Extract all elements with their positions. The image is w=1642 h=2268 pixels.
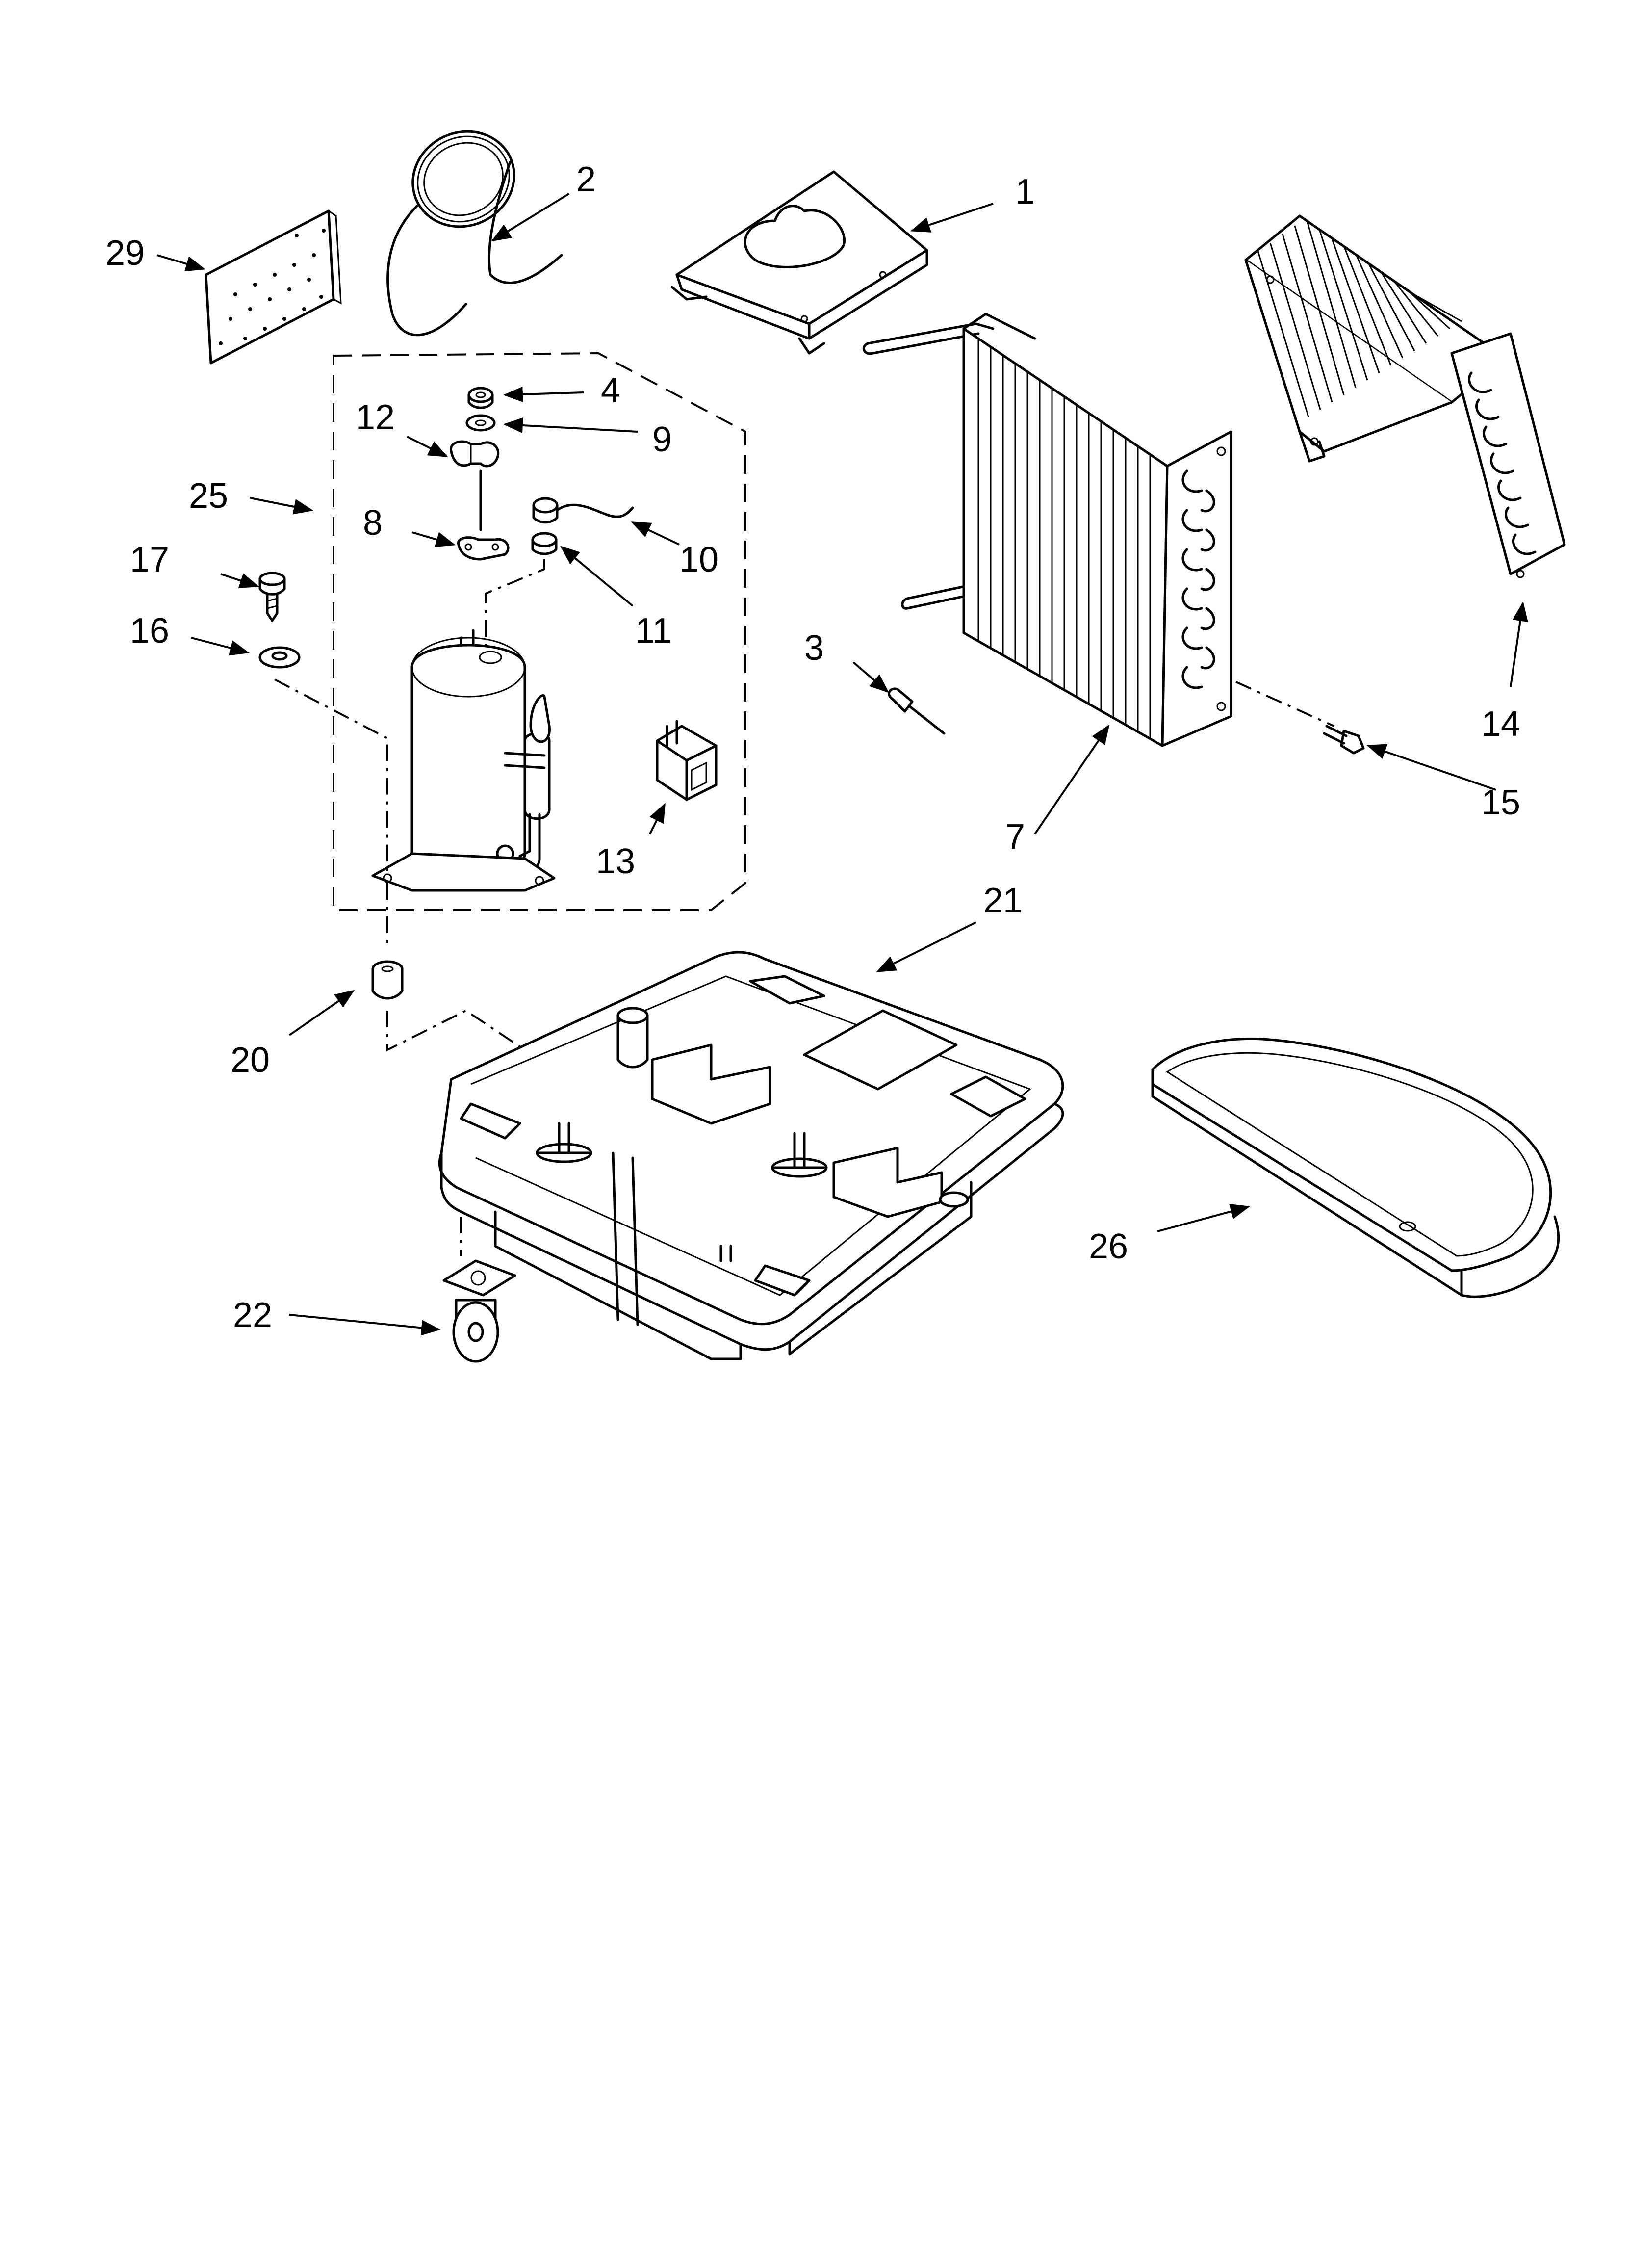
callout-9: 9 xyxy=(652,420,672,459)
part-7-condenser-coil xyxy=(862,313,1232,747)
callout-12: 12 xyxy=(356,398,395,437)
part-10-overload xyxy=(532,497,634,524)
callout-21: 21 xyxy=(983,881,1023,920)
part-16-washer xyxy=(258,646,301,669)
mount-leader-16 xyxy=(274,678,388,876)
callout-14: 14 xyxy=(1481,704,1520,744)
part-13-relay xyxy=(656,720,718,801)
part-25-compressor-assembly-outline xyxy=(333,352,746,911)
part-11-leader xyxy=(485,559,545,648)
callout-10: 10 xyxy=(679,540,718,579)
callout-15: 15 xyxy=(1481,783,1520,822)
part-14-evaporator-coil xyxy=(1244,214,1566,578)
callout-8: 8 xyxy=(363,503,383,543)
part-29-filter xyxy=(205,209,342,365)
callout-4: 4 xyxy=(601,371,620,410)
part-9-washer xyxy=(465,414,496,432)
callout-2: 2 xyxy=(576,160,596,199)
callout-22: 22 xyxy=(233,1296,272,1335)
callout-3: 3 xyxy=(804,628,824,668)
callout-11: 11 xyxy=(635,611,672,651)
part-8-bracket xyxy=(457,536,510,561)
part-4-nut xyxy=(467,387,494,409)
part-26-drain-tray xyxy=(1151,1038,1560,1298)
callout-25: 25 xyxy=(189,476,228,516)
callout-1: 1 xyxy=(1015,172,1035,211)
base-leader xyxy=(386,1009,570,1080)
callout-17: 17 xyxy=(130,540,169,579)
part-21-base-pan xyxy=(438,951,1064,1360)
part-3-screw xyxy=(888,687,946,735)
part-20-grommet xyxy=(371,960,404,1000)
part-12-clamp xyxy=(450,440,500,468)
callout-13: 13 xyxy=(596,842,635,881)
callout-20: 20 xyxy=(231,1041,270,1080)
callout-labels: 29 2 1 4 12 9 25 8 10 17 16 11 3 14 15 1… xyxy=(105,160,1520,1335)
callout-16: 16 xyxy=(130,611,169,651)
callout-arrows xyxy=(156,193,1528,1336)
part-15-screw xyxy=(1323,725,1365,755)
part-17-screw xyxy=(258,572,286,622)
part-1-top-panel xyxy=(670,170,928,355)
callout-7: 7 xyxy=(1005,817,1025,857)
part-11-grommet xyxy=(531,532,558,555)
coil-leader xyxy=(1235,681,1334,727)
part-2-exhaust-hose xyxy=(386,130,563,337)
callout-29: 29 xyxy=(105,234,145,273)
part-22-caster xyxy=(442,1259,516,1363)
callout-26: 26 xyxy=(1089,1227,1128,1266)
compressor xyxy=(371,629,556,892)
